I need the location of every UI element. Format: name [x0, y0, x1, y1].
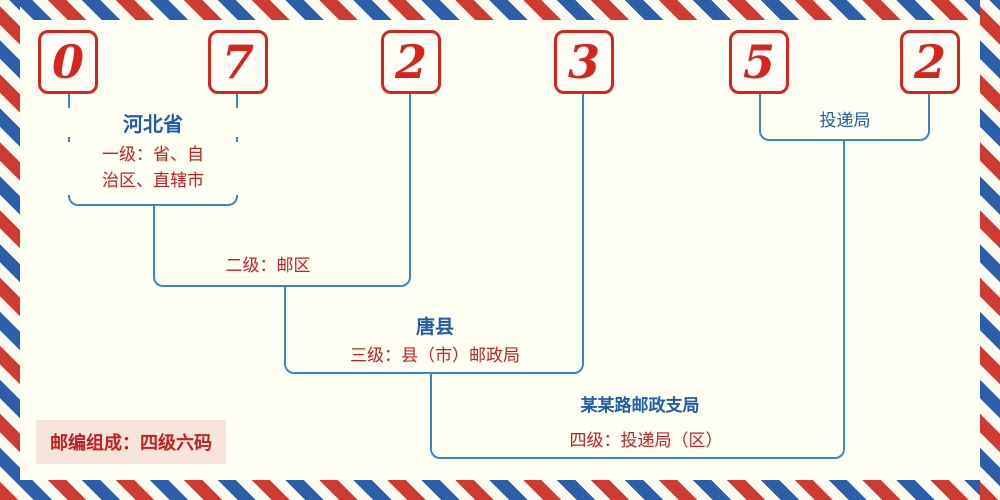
level4-office-name: 某某路邮政支局 — [540, 391, 740, 416]
level4-label: 四级：投递局（区） — [540, 426, 752, 451]
digit-box-4: 3 — [554, 30, 614, 94]
digit-box-5: 5 — [729, 30, 789, 94]
composition-badge: 邮编组成：四级六码 — [36, 420, 226, 464]
digit-3: 2 — [394, 35, 427, 89]
airmail-border-top — [0, 0, 1000, 20]
airmail-border-bottom — [0, 480, 1000, 500]
digit-box-1: 0 — [38, 30, 98, 94]
digit-box-2: 7 — [208, 30, 268, 94]
delivery-bracket — [759, 94, 930, 141]
level2-connector-right — [284, 94, 411, 287]
digit-5: 5 — [742, 35, 775, 89]
level4-connector-right — [638, 141, 845, 459]
digit-box-3: 2 — [381, 30, 441, 94]
level3-connector-left — [284, 287, 430, 374]
level3-region-name: 唐县 — [360, 312, 510, 339]
digit-2: 7 — [221, 35, 254, 89]
airmail-border-left — [0, 0, 20, 500]
level1-region-name: 河北省 — [68, 108, 238, 137]
level1-label-line2: 治区、直辖市 — [102, 171, 204, 192]
level2-connector-left — [153, 206, 284, 287]
level4-connector-left — [430, 374, 638, 459]
level1-label-line1: 一级：省、自 — [102, 145, 204, 165]
level1-label: 一级：省、自 治区、直辖市 — [58, 142, 248, 195]
airmail-border-right — [980, 0, 1000, 500]
composition-badge-text: 邮编组成：四级六码 — [50, 433, 212, 454]
delivery-office-label: 投递局 — [762, 106, 928, 131]
digit-1: 0 — [51, 35, 84, 89]
level2-label: 二级：邮区 — [188, 251, 348, 276]
level3-label: 三级：县（市）邮政局 — [320, 341, 550, 366]
digit-4: 3 — [567, 35, 600, 89]
digit-6: 2 — [913, 35, 946, 89]
level3-connector-right — [430, 94, 584, 374]
digit-box-6: 2 — [900, 30, 960, 94]
